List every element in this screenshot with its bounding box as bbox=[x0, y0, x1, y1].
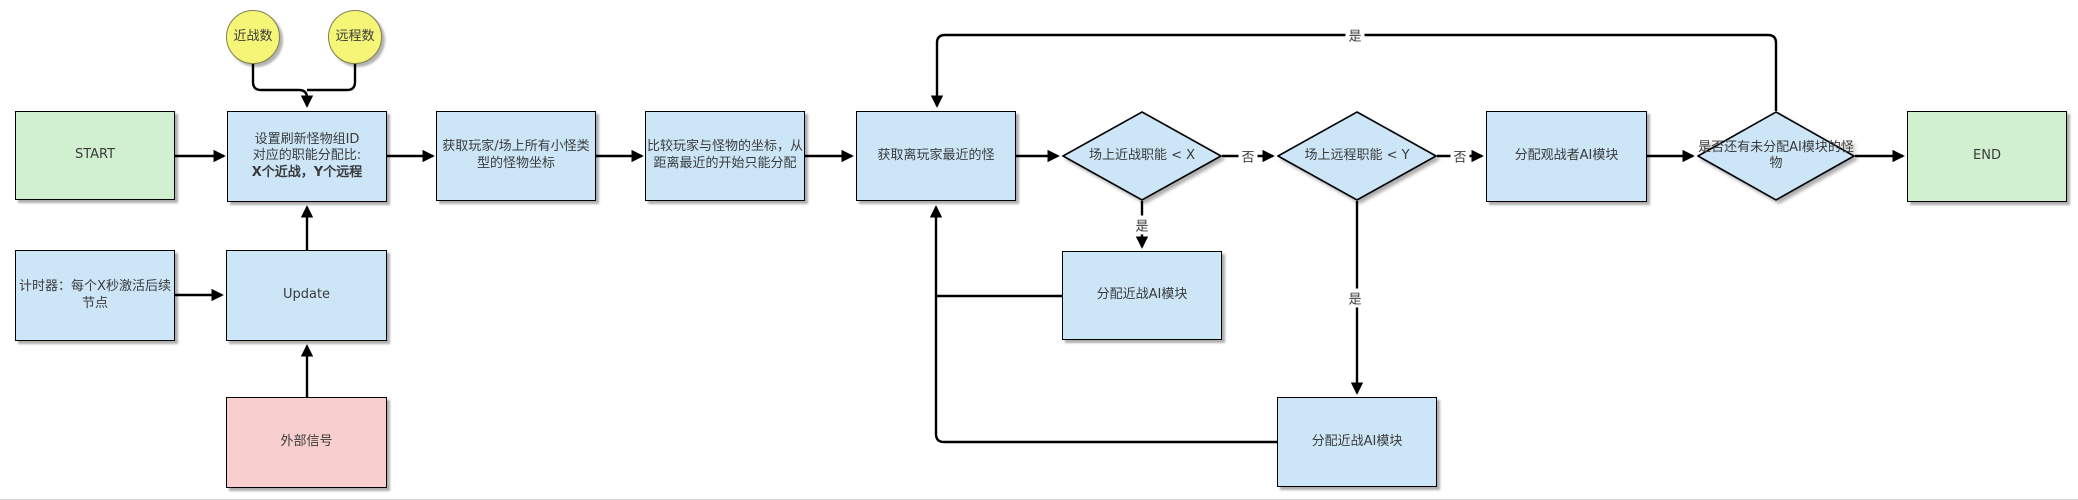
node-assign-melee-1: 分配近战AI模块 bbox=[1062, 251, 1222, 340]
node-update-label: Update bbox=[282, 287, 331, 303]
edge-melee-count-setup bbox=[251, 64, 314, 108]
diamond-shape bbox=[1697, 111, 1855, 201]
node-timer: 计时器：每个X秒激活后续节点 bbox=[15, 250, 175, 341]
node-compare: 比较玩家与怪物的坐标，从距离最近的开始只能分配 bbox=[645, 111, 805, 201]
edge-label-yes-ranged: 是 bbox=[1345, 288, 1365, 308]
node-assign-observer: 分配观战者AI模块 bbox=[1486, 111, 1647, 202]
node-assign-melee-2: 分配近战AI模块 bbox=[1277, 397, 1437, 487]
edge-label-yes-melee: 是 bbox=[1132, 215, 1152, 235]
node-get-nearest: 获取离玩家最近的怪 bbox=[856, 111, 1016, 201]
node-get-coords-label: 获取玩家/场上所有小怪类型的怪物坐标 bbox=[442, 139, 590, 171]
node-assign-melee-2-label: 分配近战AI模块 bbox=[1311, 433, 1403, 449]
node-get-nearest-label: 获取离玩家最近的怪 bbox=[877, 147, 995, 163]
diamond-shape bbox=[1277, 111, 1437, 201]
node-melee-count: 近战数 bbox=[226, 10, 280, 64]
edge-label-no-melee: 否 bbox=[1238, 146, 1258, 166]
node-setup-line2: 对应的职能分配比: bbox=[252, 148, 362, 164]
diamond-shape bbox=[1062, 111, 1222, 201]
node-setup-line1: 设置刷新怪物组ID bbox=[254, 131, 360, 147]
node-external-signal-label: 外部信号 bbox=[280, 434, 333, 450]
edge-label-yes-top: 是 bbox=[1345, 25, 1365, 45]
node-end: END bbox=[1907, 111, 2067, 202]
node-assign-melee-1-label: 分配近战AI模块 bbox=[1096, 287, 1188, 303]
edge-loop-top-yes bbox=[930, 33, 1778, 111]
node-assign-observer-label: 分配观战者AI模块 bbox=[1514, 148, 1619, 164]
node-check-ranged-label: 场上远程职能 < Y bbox=[1304, 147, 1410, 163]
node-start-label: START bbox=[74, 147, 116, 163]
edge-ranged-count-merge bbox=[307, 64, 357, 92]
node-compare-label: 比较玩家与怪物的坐标，从距离最近的开始只能分配 bbox=[646, 139, 803, 171]
node-start: START bbox=[15, 111, 175, 200]
node-check-remaining-label: 是否还有未分配AI模块的怪物 bbox=[1698, 139, 1854, 171]
node-setup-line3: X个近战，Y个远程 bbox=[251, 164, 363, 180]
node-check-melee: 场上近战职能 < X bbox=[1062, 111, 1222, 201]
node-external-signal: 外部信号 bbox=[226, 397, 387, 488]
node-timer-label: 计时器：每个X秒激活后续节点 bbox=[19, 278, 171, 311]
node-check-ranged: 场上远程职能 < Y bbox=[1277, 111, 1437, 201]
node-check-remaining: 是否还有未分配AI模块的怪物 bbox=[1697, 111, 1855, 201]
edge-label-no-ranged: 否 bbox=[1450, 146, 1470, 166]
edge-assignmelee2-getnearest bbox=[929, 205, 1277, 444]
node-update: Update bbox=[226, 250, 387, 341]
node-ranged-count-label: 远程数 bbox=[335, 28, 375, 44]
node-check-melee-label: 场上近战职能 < X bbox=[1088, 147, 1196, 163]
node-end-label: END bbox=[1973, 148, 2001, 164]
node-setup: 设置刷新怪物组ID 对应的职能分配比: X个近战，Y个远程 bbox=[227, 111, 387, 202]
node-ranged-count: 远程数 bbox=[328, 10, 382, 64]
node-melee-count-label: 近战数 bbox=[233, 28, 273, 44]
node-get-coords: 获取玩家/场上所有小怪类型的怪物坐标 bbox=[436, 111, 596, 201]
